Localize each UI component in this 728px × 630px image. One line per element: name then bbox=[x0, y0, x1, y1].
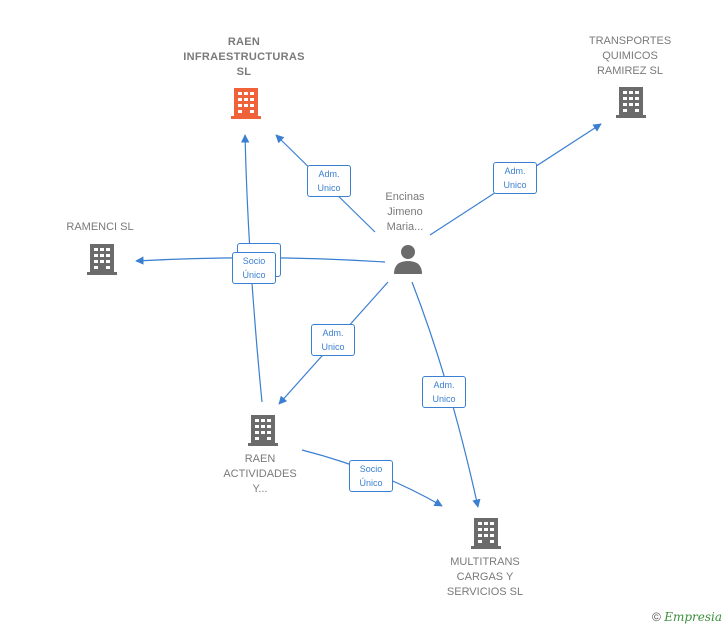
building-icon[interactable] bbox=[248, 415, 278, 446]
node-label-ramenci[interactable]: RAMENCI SL bbox=[66, 221, 134, 233]
person-icon[interactable] bbox=[394, 245, 422, 274]
edge-label-socio-unico: Socio Único bbox=[349, 460, 393, 492]
node-label-transportes-quimicos[interactable]: TRANSPORTES QUIMICOS RAMIREZ SL bbox=[588, 35, 672, 77]
building-icon[interactable] bbox=[616, 87, 646, 118]
node-label-raen-infraestructuras[interactable]: RAEN INFRAESTRUCTURAS SL bbox=[183, 36, 305, 78]
edge-label-adm-unico: Adm. Unico bbox=[493, 162, 537, 194]
node-label-encinas-jimeno[interactable]: Encinas Jimeno Maria... bbox=[385, 191, 425, 233]
building-icon[interactable] bbox=[87, 244, 117, 275]
footer-brand[interactable]: © Empresia bbox=[652, 610, 722, 624]
edge-label-adm-unico: Adm. Unico bbox=[422, 376, 466, 408]
node-label-multitrans[interactable]: MULTITRANS CARGAS Y SERVICIOS SL bbox=[446, 556, 524, 598]
node-label-raen-actividades[interactable]: RAEN ACTIVIDADES Y... bbox=[223, 453, 297, 495]
edge-label-adm-unico: Adm. Unico bbox=[311, 324, 355, 356]
building-icon[interactable] bbox=[471, 518, 501, 549]
brand-logo: Empresia bbox=[664, 610, 722, 624]
edge-label-socio-unico: Socio Único bbox=[232, 252, 276, 284]
building-icon[interactable] bbox=[230, 86, 262, 120]
edge-label-adm-unico: Adm. Unico bbox=[307, 165, 351, 197]
copyright-symbol: © bbox=[652, 610, 661, 624]
